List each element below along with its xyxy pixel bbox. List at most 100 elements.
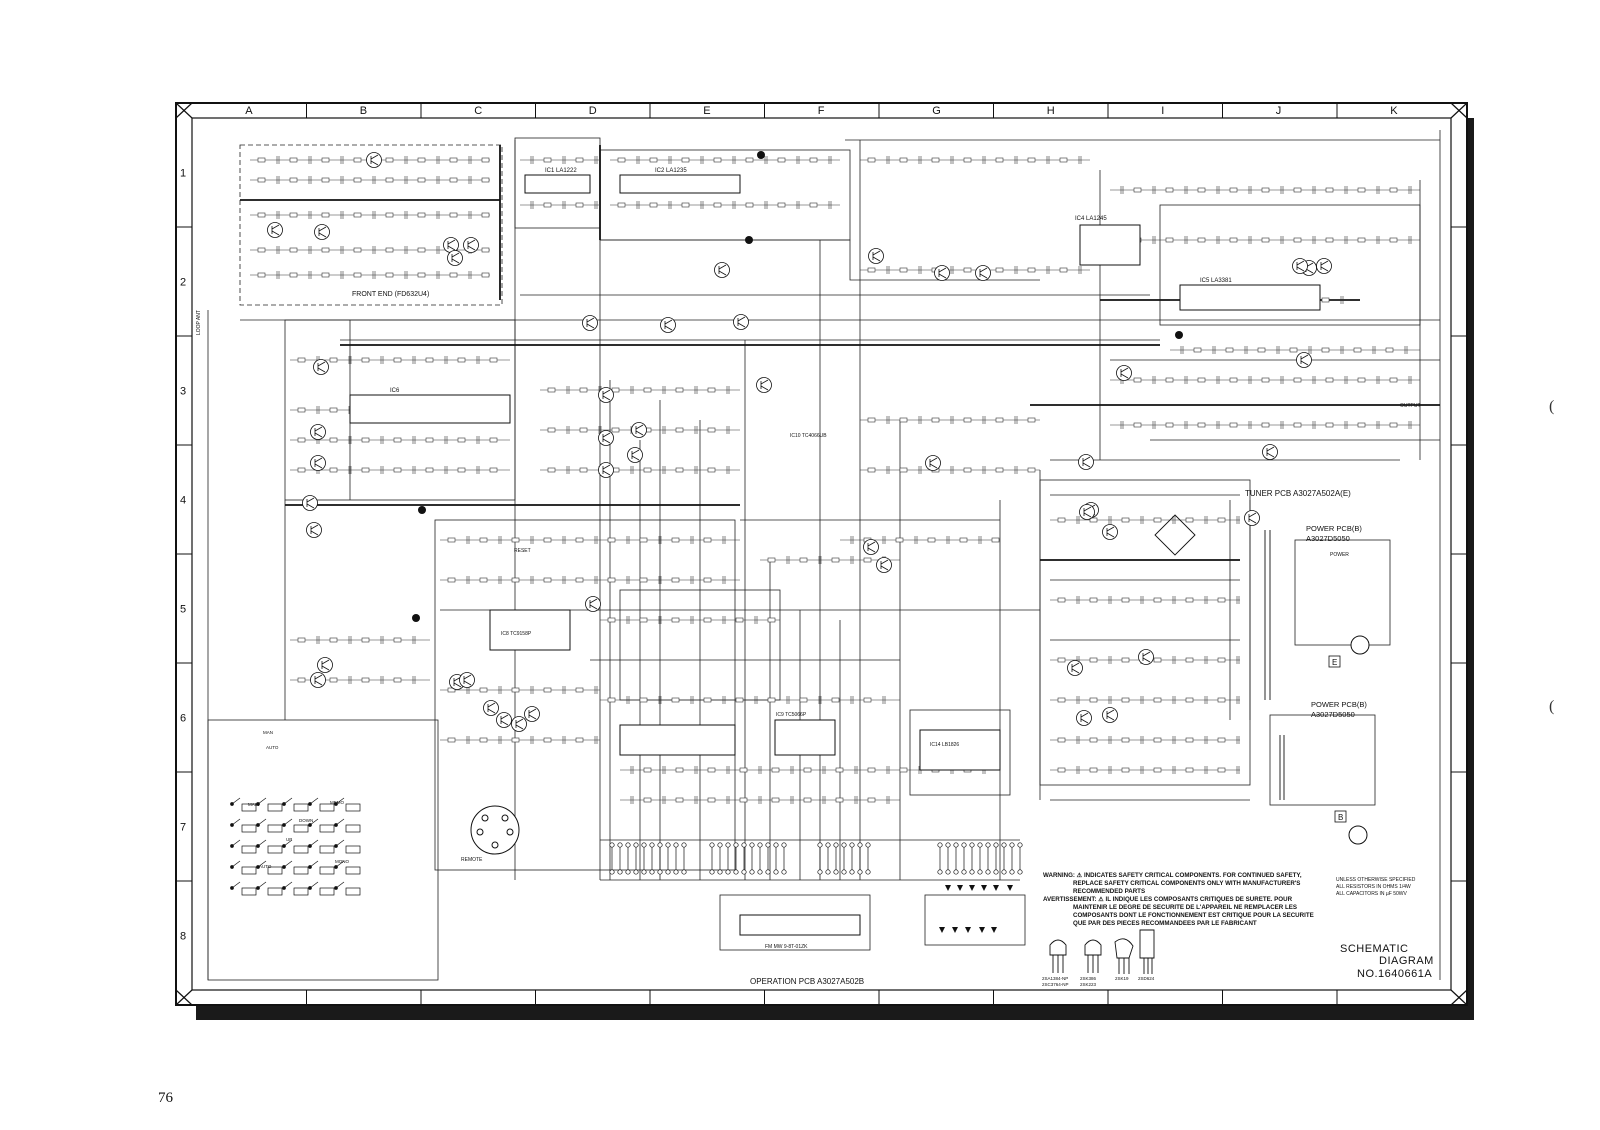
edge-mark-lower: ( xyxy=(1549,698,1555,715)
row-label-1: 1 xyxy=(180,168,186,180)
note-1: UNLESS OTHERWISE SPECIFIED xyxy=(1336,877,1416,883)
t1-code: 2SA1384-NP xyxy=(1042,976,1068,981)
title-block: SCHEMATIC DIAGRAM NO.1640661A xyxy=(1340,943,1433,980)
note-2: ALL RESISTORS IN OHMS 1/4W xyxy=(1336,884,1411,890)
ic11-block xyxy=(619,724,736,756)
display-block xyxy=(739,914,861,936)
column-label-C: C xyxy=(474,105,482,117)
remote-label: REMOTE xyxy=(461,857,483,863)
component-rows xyxy=(250,156,1420,804)
power-transformer xyxy=(1264,530,1285,800)
title-line-3: NO.1640661A xyxy=(1357,968,1432,980)
ic10-label: IC10 TC4066UB xyxy=(790,433,827,439)
column-label-K: K xyxy=(1390,105,1398,117)
column-label-H: H xyxy=(1047,105,1055,117)
connector-pin-rows xyxy=(609,842,1023,875)
t3-code: 2SK19 xyxy=(1115,976,1129,981)
ac-plugs xyxy=(1348,635,1370,845)
row-label-7: 7 xyxy=(180,822,186,834)
key-label-4: DOWN xyxy=(299,818,313,823)
bridge-rectifier xyxy=(1154,514,1196,556)
warning-fr-4: QUE PAR DES PIECES RECOMMANDEES PAR LE F… xyxy=(1073,920,1257,927)
row-label-8: 8 xyxy=(180,931,186,943)
ic4-block xyxy=(1079,224,1141,266)
column-grid xyxy=(306,103,1338,1005)
edge-mark-upper: ( xyxy=(1549,398,1555,415)
ic2-block xyxy=(619,174,741,194)
ic2-label: IC2 LA1235 xyxy=(655,168,687,174)
power-pcb-e-number: A3027D5050 xyxy=(1306,534,1350,543)
ic1-label: IC1 LA1222 xyxy=(545,168,577,174)
reset-label: RESET xyxy=(514,548,531,554)
ic4-label: IC4 LA1245 xyxy=(1075,216,1107,222)
ic-blocks xyxy=(349,174,1321,936)
t2-code: 2SK386 xyxy=(1080,976,1097,981)
row-label-5: 5 xyxy=(180,604,186,616)
power-pcb-e-title: POWER PCB(B) xyxy=(1306,524,1362,533)
marker-e-box xyxy=(1328,655,1341,668)
warning-en-3: RECOMMENDED PARTS xyxy=(1073,888,1145,895)
column-label-A: A xyxy=(245,105,253,117)
ic5-label: IC5 LA3381 xyxy=(1200,278,1232,284)
warning-fr-1: AVERTISSEMENT: ⚠ IL INDIQUE LES COMPOSAN… xyxy=(1043,896,1293,903)
key-label-6: MAIN xyxy=(248,802,259,807)
row-labels: 1 2 3 4 5 6 7 8 xyxy=(180,168,186,943)
power-switch-label: POWER xyxy=(1330,552,1349,558)
marker-b: B xyxy=(1338,813,1343,822)
column-label-E: E xyxy=(703,105,710,117)
ic9-label: IC9 TC5066P xyxy=(776,712,807,718)
transistor-part-numbers: 2SA1384-NP 2SC3764-NP 2SK386 2SK223 2SK1… xyxy=(1042,976,1155,987)
tuner-pcb-label: TUNER PCB A3027A502A(E) xyxy=(1245,489,1351,498)
ic9-block xyxy=(774,719,836,756)
warning-fr-2: MAINTENIR LE DEGRE DE SECURITE DE L'APPA… xyxy=(1073,904,1297,911)
operation-pcb-label: OPERATION PCB A3027A502B xyxy=(750,977,864,986)
key-label-1: AUTO xyxy=(266,745,279,750)
note-3: ALL CAPACITORS IN µF 50WV xyxy=(1336,891,1408,897)
ic1-block xyxy=(524,174,591,194)
corner-marks xyxy=(175,102,1468,1006)
ic5-block xyxy=(1179,284,1321,311)
page-number: 76 xyxy=(158,1090,173,1106)
ic6-block xyxy=(349,394,511,424)
key-label-3: MONO xyxy=(335,859,349,864)
row-label-6: 6 xyxy=(180,713,186,725)
column-label-J: J xyxy=(1276,105,1282,117)
general-notes: UNLESS OTHERWISE SPECIFIED ALL RESISTORS… xyxy=(1336,877,1416,897)
column-label-G: G xyxy=(932,105,941,117)
loop-ant-label: LOOP ANT xyxy=(196,310,202,335)
transistor-packages xyxy=(1049,929,1155,974)
column-label-F: F xyxy=(818,105,825,117)
warning-block: WARNING: ⚠ INDICATES SAFETY CRITICAL COM… xyxy=(1043,872,1314,927)
t2-alt: 2SK223 xyxy=(1080,982,1097,987)
ic8-label: IC8 TC9158P xyxy=(501,631,532,637)
sheet-shadow-bottom xyxy=(196,1006,1474,1020)
key-label-0: MAN xyxy=(263,730,273,735)
warning-en-2: REPLACE SAFETY CRITICAL COMPONENTS ONLY … xyxy=(1073,880,1300,887)
marker-b-box xyxy=(1334,810,1347,823)
output-label: OUTPUT xyxy=(1400,403,1421,409)
key-label-7: AUTO xyxy=(259,864,272,869)
marker-e: E xyxy=(1332,658,1337,667)
column-labels: A B C D E F G H I J K xyxy=(245,105,1398,117)
row-grid xyxy=(176,226,1467,882)
row-label-4: 4 xyxy=(180,495,186,507)
t4-code: 2SD624 xyxy=(1138,976,1155,981)
front-end-block xyxy=(239,144,503,306)
t1-alt: 2SC3764-NP xyxy=(1042,982,1069,987)
column-label-D: D xyxy=(589,105,597,117)
ic8-block xyxy=(489,609,571,651)
display-code: FM MW 9-8T-01ZK xyxy=(765,944,808,950)
key-labels: MAN AUTO MEMO MONO DOWN UP MAIN AUTO xyxy=(248,730,349,869)
remote-connector xyxy=(470,805,520,855)
transistor-symbols xyxy=(267,152,1332,732)
row-label-3: 3 xyxy=(180,386,186,398)
key-label-2: MEMO xyxy=(330,800,344,805)
power-pcb-b-title: POWER PCB(B) xyxy=(1311,700,1367,709)
column-label-B: B xyxy=(360,105,367,117)
row-label-2: 2 xyxy=(180,277,186,289)
column-label-I: I xyxy=(1161,105,1164,117)
outer-frame xyxy=(175,102,1468,1006)
key-label-5: UP xyxy=(286,837,292,842)
power-pcb-b-number: A3027D5050 xyxy=(1311,710,1355,719)
